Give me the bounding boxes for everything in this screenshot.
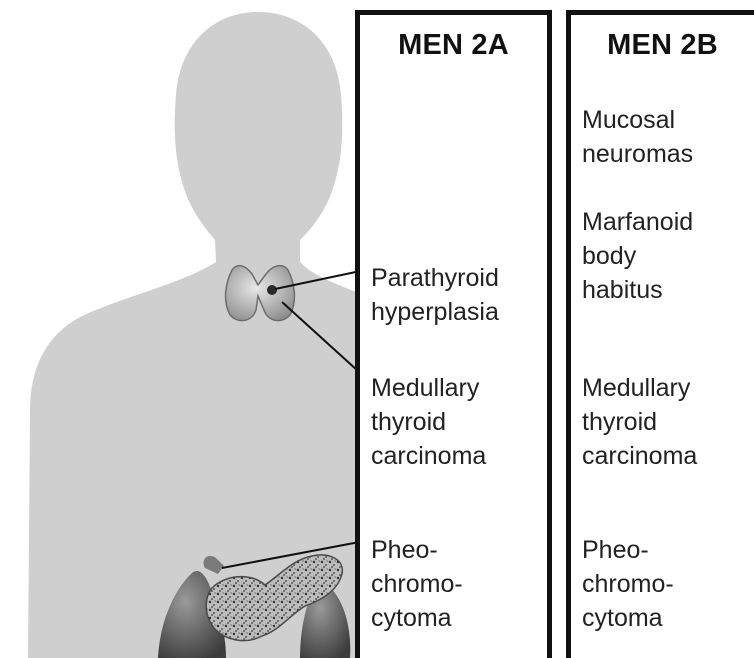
- men-2a-parathyroid-hyperplasia: Parathyroid hyperplasia: [371, 261, 499, 329]
- men-2b-column: MEN 2B Mucosal neuromas Marfanoid body h…: [566, 10, 754, 658]
- men-2b-pheochromocytoma: Pheo- chromo- cytoma: [582, 533, 674, 635]
- men-2a-medullary-thyroid-carcinoma: Medullary thyroid carcinoma: [371, 371, 486, 473]
- parathyroid-gland-icon: [267, 285, 277, 295]
- men-2b-title: MEN 2B: [571, 29, 754, 62]
- men-2a-pheochromocytoma: Pheo- chromo- cytoma: [371, 533, 463, 635]
- men-2b-medullary-thyroid-carcinoma: Medullary thyroid carcinoma: [582, 371, 697, 473]
- men-2a-title: MEN 2A: [360, 29, 547, 62]
- men-2a-column: MEN 2A Parathyroid hyperplasia Medullary…: [355, 10, 552, 658]
- men-2b-marfanoid-body-habitus: Marfanoid body habitus: [582, 205, 693, 307]
- men-2b-mucosal-neuromas: Mucosal neuromas: [582, 103, 693, 171]
